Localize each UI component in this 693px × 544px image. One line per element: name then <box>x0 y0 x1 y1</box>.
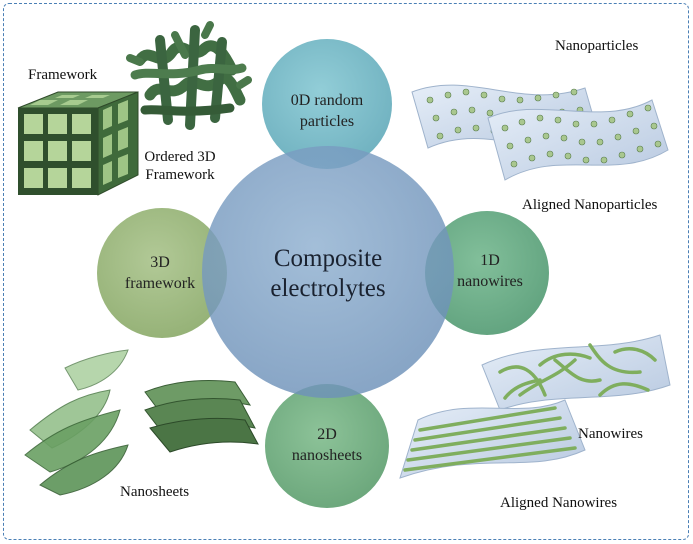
one-d-label: 1D nanowires <box>435 250 545 292</box>
two-d-label: 2D nanosheets <box>272 424 382 466</box>
ordered-framework-label: Ordered 3D Framework <box>130 148 230 184</box>
three-d-circle <box>97 208 227 338</box>
framework-cube-icon <box>17 91 139 196</box>
zero-d-label-line1: 0D random <box>290 92 364 109</box>
three-d-label-line2: framework <box>124 275 196 292</box>
one-d-circle <box>425 211 549 335</box>
three-d-label: 3D framework <box>105 252 215 294</box>
framework-label: Framework <box>28 67 98 83</box>
two-d-label-line1: 2D <box>317 426 337 443</box>
two-d-label-line2: nanosheets <box>291 447 363 464</box>
one-d-label-line2: nanowires <box>457 273 523 290</box>
zero-d-label: 0D random particles <box>267 90 387 132</box>
one-d-label-line1: 1D <box>480 252 500 269</box>
aligned-nanowire-sheet-icon <box>399 399 586 479</box>
center-title-line2: electrolytes <box>270 275 386 302</box>
diagram-frame <box>3 3 689 540</box>
nanowire-sheet-icon <box>481 334 671 411</box>
aligned-nanoparticles-label: Aligned Nanoparticles <box>522 197 658 213</box>
ordered-framework-line2: Framework <box>145 167 215 183</box>
zero-d-label-line2: particles <box>299 113 355 130</box>
two-d-circle <box>265 384 389 508</box>
aligned-nanowires-label: Aligned Nanowires <box>500 495 618 511</box>
three-d-label-line1: 3D <box>150 254 170 271</box>
zero-d-circle <box>262 39 392 169</box>
nanosheets-label: Nanosheets <box>120 484 190 500</box>
random-framework-icon <box>126 21 252 130</box>
ordered-framework-line1: Ordered 3D <box>144 149 216 165</box>
stacked-nanosheet-icon <box>144 380 259 453</box>
nanowires-label: Nanowires <box>578 426 643 442</box>
center-title: Composite electrolytes <box>238 244 418 304</box>
aligned-nanoparticle-sheet-icon <box>487 99 669 181</box>
nanosheet-stack-icon <box>24 349 129 496</box>
nanoparticles-label: Nanoparticles <box>555 38 639 54</box>
center-circle <box>202 146 454 398</box>
center-title-line1: Composite <box>273 245 383 272</box>
